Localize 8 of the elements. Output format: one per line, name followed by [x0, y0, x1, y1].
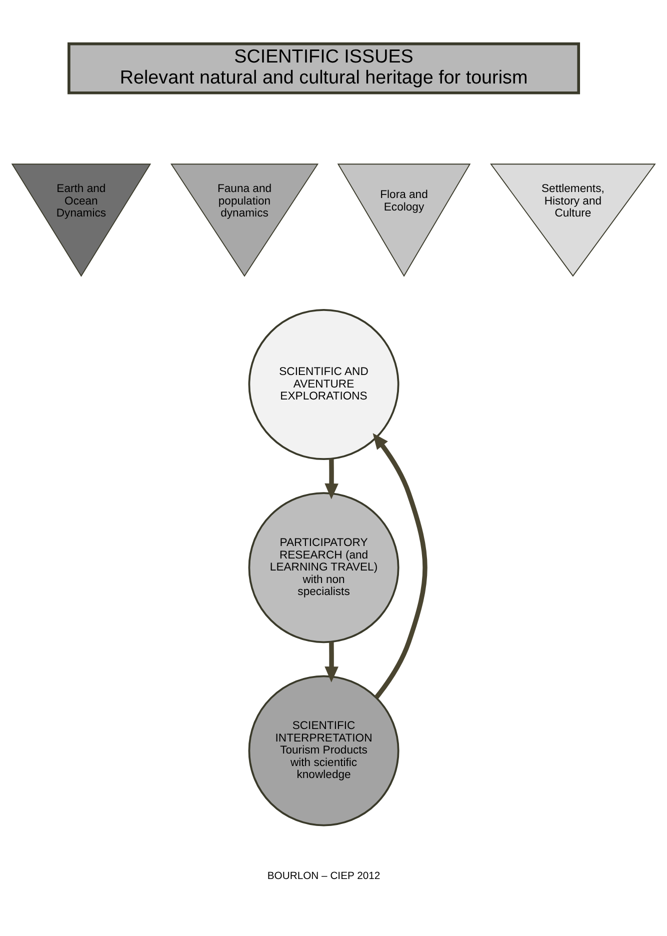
node-circle: SCIENTIFIC AND AVENTURE EXPLORATIONS	[248, 308, 400, 460]
node-circle: PARTICIPATORY RESEARCH (and LEARNING TRAVEL) with non specialists	[248, 492, 400, 643]
arrow	[372, 432, 428, 698]
node-box: SCIENTIFIC ISSUES Relevant natural and cultural heritage for tourism	[68, 42, 580, 94]
arrow	[324, 641, 338, 682]
node-circle: SCIENTIFIC INTERPRETATION Tourism Products with scientific knowledge	[248, 674, 400, 826]
label: BOURLON – CIEP 2012	[267, 870, 380, 882]
arrow	[324, 458, 338, 499]
